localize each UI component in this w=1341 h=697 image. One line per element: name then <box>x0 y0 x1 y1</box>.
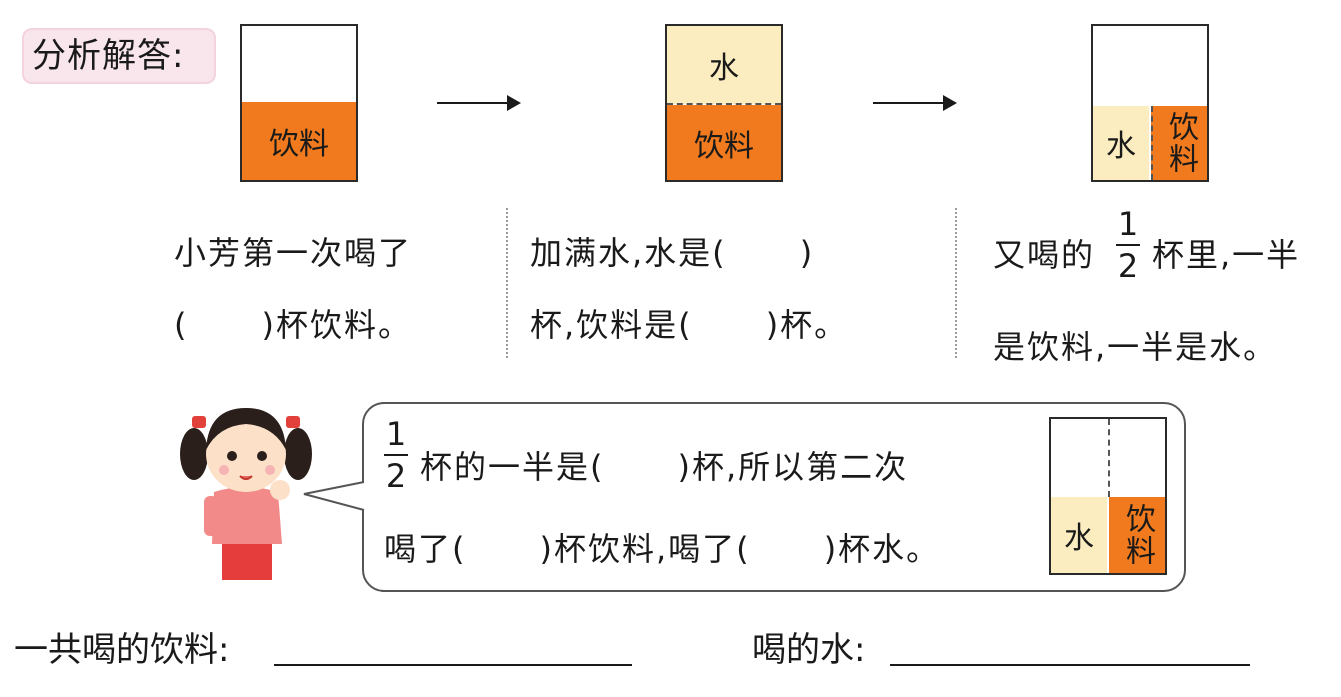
girl-bow-left <box>192 416 206 428</box>
water-label: 喝的水: <box>752 630 866 670</box>
speech-frac-bar <box>384 454 408 456</box>
cup-3-water-label: 水 <box>1106 129 1136 164</box>
girl-eye-right <box>257 451 267 461</box>
step1-line1: 小芳第一次喝了 <box>174 234 413 272</box>
girl-hair <box>206 408 286 450</box>
separator-1 <box>506 208 508 358</box>
step2-line1: 加满水,水是( ) <box>530 234 815 272</box>
cup-4-water: 水 <box>1051 497 1107 573</box>
separator-2 <box>955 208 957 358</box>
cup-1: 饮料 <box>240 24 358 182</box>
arrow-2 <box>873 95 957 111</box>
step3-line2: 是饮料,一半是水。 <box>993 328 1278 366</box>
girl-pigtail-right <box>284 428 312 480</box>
water-answer-line[interactable] <box>890 664 1250 666</box>
girl-shirt <box>212 487 282 544</box>
speech-line2: 喝了( )杯饮料,喝了( )杯水。 <box>384 530 941 568</box>
cup-1-drink-label: 饮料 <box>269 127 329 162</box>
cup-3: 水 饮料 <box>1091 24 1209 182</box>
bubble-tail <box>303 481 365 511</box>
step3-frac-den: 2 <box>1117 247 1139 285</box>
speech-line1: 杯的一半是( )杯,所以第二次 <box>420 448 909 486</box>
cup-2-drink-label: 饮料 <box>694 128 754 164</box>
speech-frac-den: 2 <box>385 457 407 495</box>
girl-cheek-right <box>265 465 275 475</box>
girl-hand <box>270 480 290 500</box>
step3-frac-bar <box>1116 244 1140 246</box>
cup-4: 水 饮料 <box>1049 417 1167 575</box>
step3-frac-num: 1 <box>1117 205 1139 243</box>
speech-frac-num: 1 <box>385 415 407 453</box>
cup-2-water: 水 <box>667 26 781 104</box>
girl-illustration <box>180 408 312 580</box>
girl-arm-left <box>204 496 218 536</box>
cup-2-drink: 饮料 <box>667 105 781 180</box>
cup-3-drink: 饮料 <box>1151 106 1207 180</box>
girl-bow-right <box>286 416 300 428</box>
step3-line1-pre: 又喝的 <box>993 236 1096 274</box>
total-drink-label: 一共喝的饮料: <box>14 630 230 670</box>
cup-4-center-dash <box>1108 419 1110 497</box>
step2-line2: 杯,饮料是( )杯。 <box>530 306 849 344</box>
speech-fraction: 1 2 <box>384 416 408 494</box>
step3-line1-post: 杯里,一半 <box>1152 236 1301 274</box>
girl-skirt <box>222 540 272 580</box>
step1-line2: ( )杯饮料。 <box>174 306 413 344</box>
total-drink-answer-line[interactable] <box>274 664 632 666</box>
cup-4-drink-label: 饮料 <box>1120 503 1155 567</box>
cup-3-water: 水 <box>1093 106 1149 180</box>
cup-3-drink-label: 饮料 <box>1163 111 1198 175</box>
cup-2-divider <box>667 103 781 105</box>
girl-mouth <box>239 475 253 480</box>
cup-2-water-label: 水 <box>709 51 739 86</box>
section-label: 分析解答: <box>22 28 216 84</box>
cup-2: 水 饮料 <box>665 24 783 182</box>
girl-pigtail-left <box>180 428 208 480</box>
arrow-1 <box>437 95 521 111</box>
girl-cheek-left <box>219 465 229 475</box>
speech-bubble <box>362 402 1186 592</box>
cup-4-water-label: 水 <box>1064 521 1094 556</box>
step3-fraction: 1 2 <box>1116 206 1140 284</box>
girl-eye-left <box>227 451 237 461</box>
cup-1-drink: 饮料 <box>242 102 356 180</box>
cup-4-drink: 饮料 <box>1109 497 1165 573</box>
